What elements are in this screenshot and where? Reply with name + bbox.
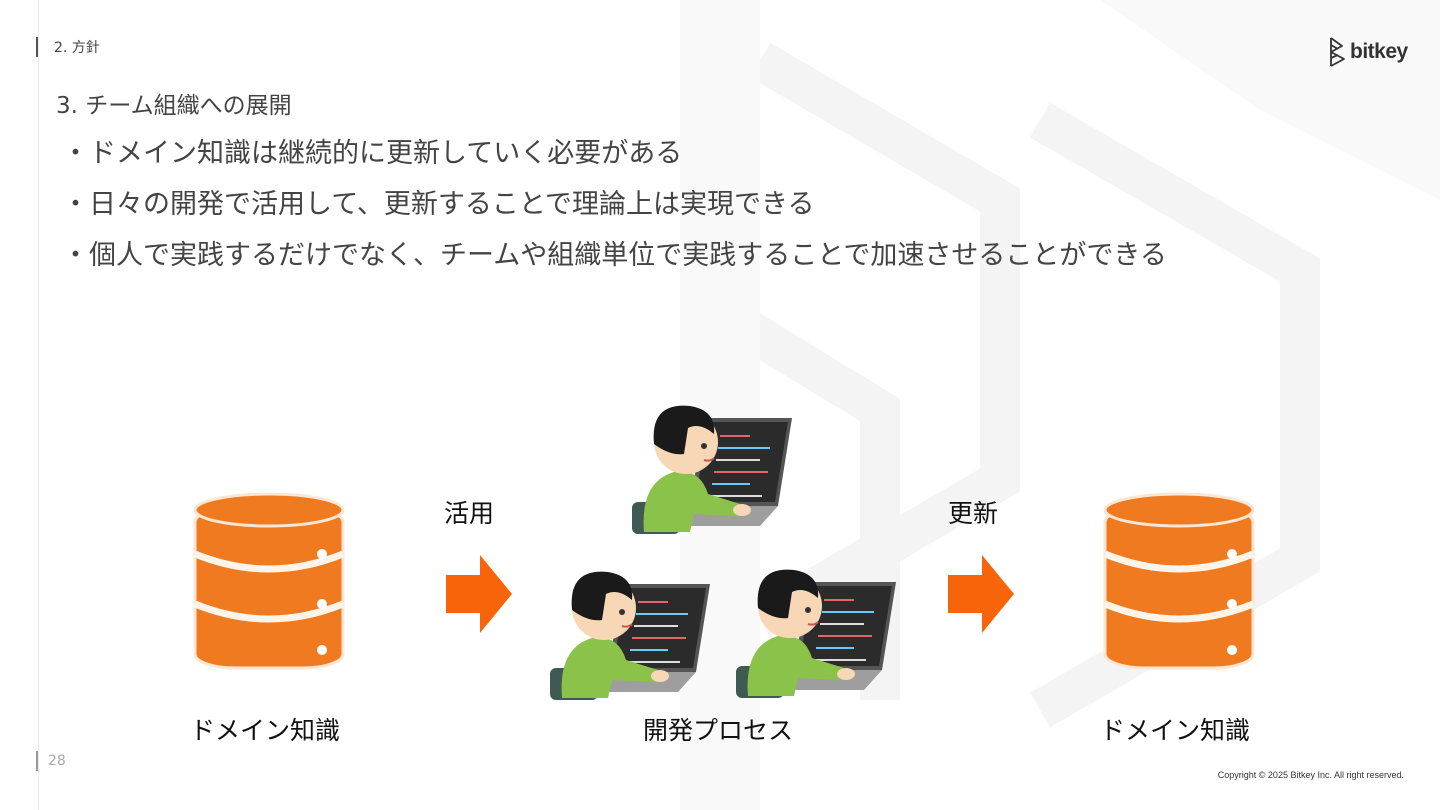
developer-illustration bbox=[550, 571, 710, 700]
section-label: 2. 方針 bbox=[54, 40, 100, 56]
source-domain-label: ドメイン知識 bbox=[190, 716, 341, 745]
arrow-right-icon bbox=[446, 555, 512, 633]
bullet-list: ・ドメイン知識は継続的に更新していく必要がある ・日々の開発で活用して、更新する… bbox=[62, 137, 1167, 290]
database-shape bbox=[193, 506, 345, 670]
developer-illustration bbox=[632, 405, 792, 534]
page-number-text: 28 bbox=[48, 753, 66, 769]
bitkey-logo-icon bbox=[1330, 37, 1345, 67]
section-tag: 2. 方針 bbox=[36, 37, 100, 57]
bullet-item: ・日々の開発で活用して、更新することで理論上は実現できる bbox=[62, 189, 815, 220]
process-label: 開発プロセス bbox=[643, 716, 794, 745]
database-shape bbox=[1103, 506, 1255, 670]
slide-title: 3. チーム組織への展開 bbox=[56, 93, 292, 119]
brand-logo: bitkey bbox=[1328, 36, 1408, 68]
copyright-notice: Copyright © 2025 Bitkey Inc. All right r… bbox=[1217, 770, 1404, 780]
use-label: 活用 bbox=[444, 499, 495, 528]
update-label: 更新 bbox=[948, 499, 999, 528]
database-icon bbox=[193, 492, 345, 670]
section-bar bbox=[36, 37, 38, 57]
brand-name: bitkey bbox=[1350, 40, 1408, 63]
database-icon bbox=[1103, 492, 1255, 670]
page-number-bar bbox=[36, 751, 38, 771]
bullet-item: ・個人で実践するだけでなく、チームや組織単位で実践することで加速させることができ… bbox=[62, 240, 1167, 271]
page-number: 28 bbox=[36, 751, 66, 771]
arrow-right-icon bbox=[948, 555, 1014, 633]
left-margin-rule bbox=[38, 0, 39, 810]
target-domain-label: ドメイン知識 bbox=[1100, 716, 1251, 745]
bullet-item: ・ドメイン知識は継続的に更新していく必要がある bbox=[62, 138, 683, 169]
developer-illustration bbox=[736, 569, 896, 698]
